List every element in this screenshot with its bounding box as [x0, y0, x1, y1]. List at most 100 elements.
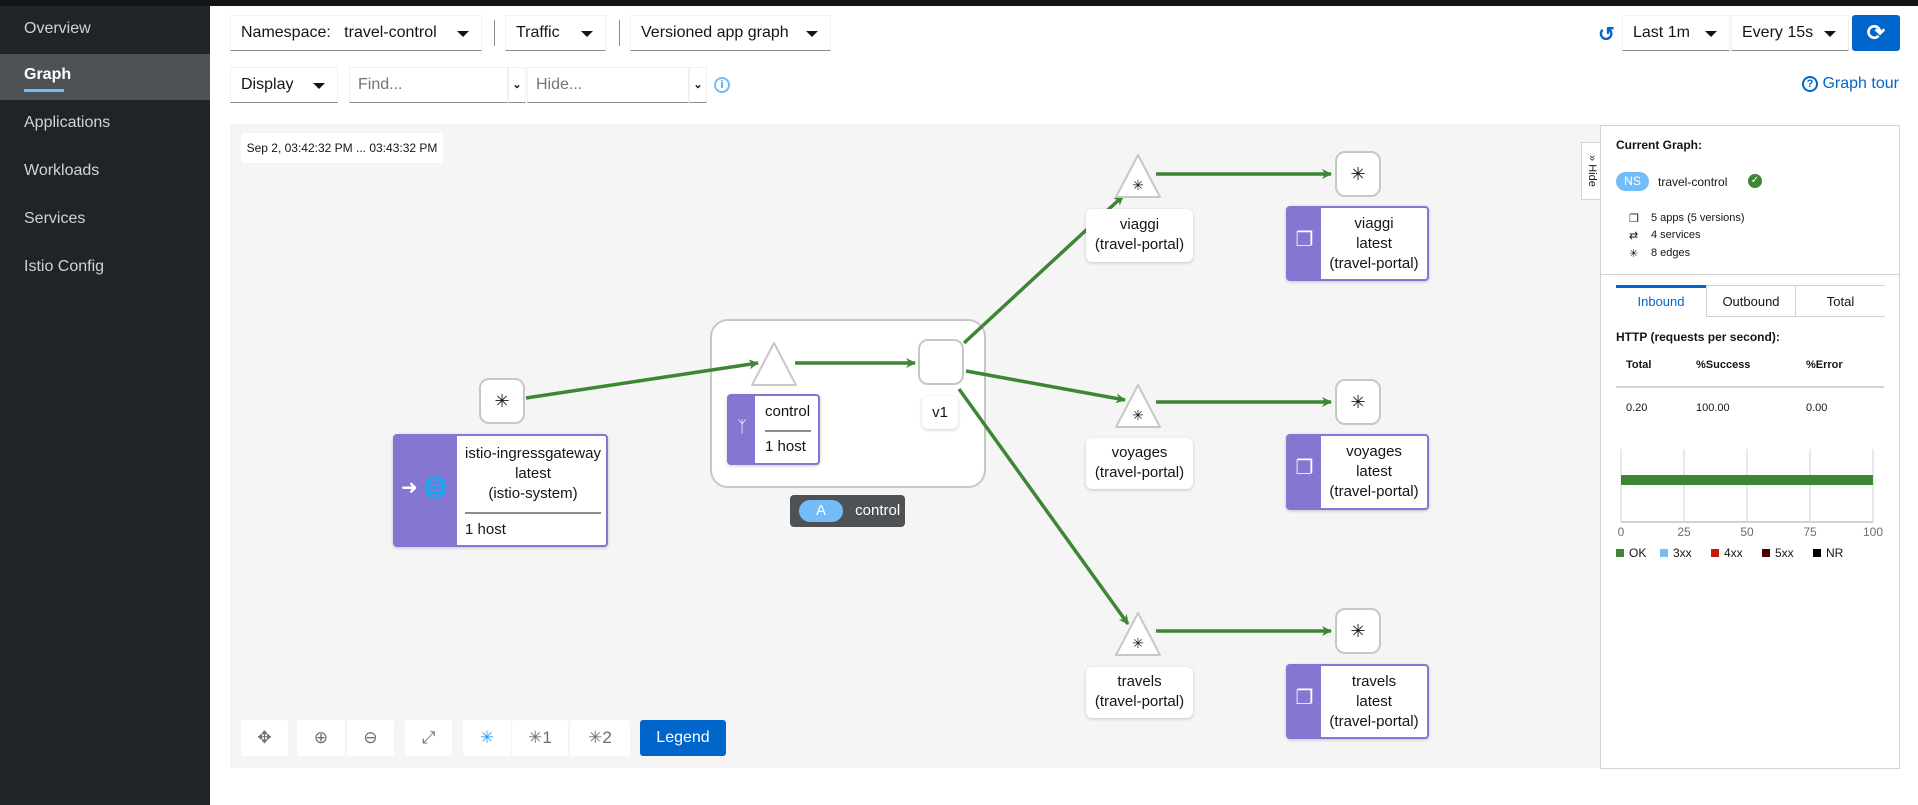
- header-total: Total: [1626, 359, 1652, 371]
- graph-type-dropdown[interactable]: Versioned app graph: [630, 15, 831, 51]
- service-label-viaggi: viaggi(travel-portal): [1086, 209, 1193, 262]
- app-badge: A: [799, 500, 843, 522]
- value-success: 100.00: [1696, 402, 1730, 414]
- service-node-voyages[interactable]: [1115, 384, 1161, 428]
- layout-1-button[interactable]: ✳1: [512, 720, 568, 756]
- value-total: 0.20: [1626, 402, 1648, 414]
- topology-icon: ✳: [1132, 177, 1144, 193]
- gateway-workload-box[interactable]: ➜ 🌐 istio-ingressgateway latest (istio-s…: [393, 434, 608, 547]
- workload-icon: ❐: [1288, 436, 1321, 508]
- topology-icon: ✳: [494, 390, 510, 411]
- workload-node-voyages[interactable]: ✳: [1335, 379, 1381, 425]
- version-node-v1[interactable]: [918, 339, 964, 385]
- control-hosts: 1 host: [765, 430, 811, 457]
- edge-gateway-control[interactable]: [525, 359, 759, 400]
- caret-down-icon: [806, 31, 818, 37]
- divider: [494, 20, 495, 46]
- legend-label: 5xx: [1775, 546, 1794, 560]
- tick-label: 75: [1803, 525, 1817, 539]
- namespace-value: travel-control: [344, 24, 437, 41]
- tab-inbound[interactable]: Inbound: [1616, 285, 1706, 317]
- sidebar: Overview Graph Applications Workloads Se…: [0, 6, 210, 805]
- control-service-box[interactable]: ᛉ control 1 host: [727, 394, 820, 465]
- workload-namespace: (travel-portal): [1329, 713, 1419, 730]
- sidebar-item-overview[interactable]: Overview: [24, 20, 91, 37]
- sidebar-item-services[interactable]: Services: [24, 210, 86, 227]
- zoom-in-icon: ⊕: [313, 728, 329, 747]
- find-toggle-chevron-icon[interactable]: ⌄: [508, 67, 526, 103]
- gateway-node[interactable]: ✳: [479, 378, 525, 424]
- topology-icon: ✳: [1350, 620, 1366, 641]
- refresh-button[interactable]: ⟳: [1852, 15, 1900, 51]
- layout-2-button[interactable]: ✳2: [570, 720, 630, 756]
- service-namespace: (travel-portal): [1094, 464, 1185, 481]
- workload-version: latest: [1356, 235, 1392, 252]
- service-node-travels[interactable]: [1115, 612, 1161, 656]
- top-bar: [0, 0, 1918, 6]
- sidebar-item-istio-config[interactable]: Istio Config: [24, 258, 105, 275]
- tab-outbound[interactable]: Outbound: [1706, 285, 1796, 317]
- hide-label: Hide: [1586, 164, 1598, 187]
- zoom-out-button[interactable]: ⊖: [347, 720, 394, 756]
- zoom-out-icon: ⊖: [363, 728, 378, 747]
- topology-icon: ✳: [479, 728, 495, 747]
- version-label: v1: [922, 396, 958, 429]
- fit-button[interactable]: ⤢: [405, 720, 452, 756]
- topology-icon: ✳: [588, 728, 603, 747]
- tab-total[interactable]: Total: [1796, 285, 1885, 317]
- http-heading: HTTP (requests per second):: [1616, 330, 1780, 344]
- ingress-gateway-icon: ➜ 🌐: [395, 436, 457, 545]
- control-name: control: [765, 403, 811, 420]
- healthy-check-icon: ✓: [1748, 174, 1762, 188]
- info-icon[interactable]: i: [714, 77, 730, 93]
- workload-node-viaggi[interactable]: ✳: [1335, 151, 1381, 197]
- refresh-interval-dropdown[interactable]: Every 15s: [1731, 15, 1849, 51]
- question-circle-icon: ?: [1802, 76, 1818, 92]
- time-range-dropdown[interactable]: Last 1m: [1622, 15, 1730, 51]
- workload-namespace: (travel-portal): [1329, 483, 1419, 500]
- workload-node-travels[interactable]: ✳: [1335, 608, 1381, 654]
- workload-name: viaggi: [1354, 215, 1394, 232]
- traffic-dropdown[interactable]: Traffic: [505, 15, 606, 51]
- sidebar-item-graph[interactable]: Graph: [0, 54, 210, 100]
- gateway-hosts: 1 host: [465, 512, 601, 540]
- service-name: travels: [1117, 673, 1162, 690]
- service-label-voyages: voyages(travel-portal): [1086, 438, 1193, 489]
- time-range-label: Last 1m: [1633, 24, 1690, 41]
- graph-type-label: Versioned app graph: [641, 24, 789, 41]
- sidebar-item-workloads[interactable]: Workloads: [24, 162, 100, 179]
- app-box-label: A control: [790, 495, 905, 527]
- refresh-interval-label: Every 15s: [1742, 24, 1814, 41]
- hide-panel-toggle[interactable]: » Hide: [1581, 142, 1601, 200]
- find-input[interactable]: [349, 67, 508, 103]
- hide-toggle-chevron-icon[interactable]: ⌄: [689, 67, 707, 103]
- refresh-icon: ⟳: [1866, 20, 1886, 45]
- workload-version: latest: [1356, 693, 1392, 710]
- service-node-viaggi[interactable]: [1115, 154, 1161, 198]
- layout-default-button[interactable]: ✳: [463, 720, 511, 756]
- edge-v1-travels[interactable]: [957, 387, 1130, 626]
- legend-button[interactable]: Legend: [640, 720, 726, 756]
- zoom-in-button[interactable]: ⊕: [297, 720, 345, 756]
- service-node-control[interactable]: [751, 342, 797, 386]
- legend-swatch: [1616, 549, 1624, 557]
- edge-v1-voyages[interactable]: [965, 369, 1126, 404]
- apps-icon: ❐: [1629, 213, 1639, 225]
- caret-down-icon: [313, 83, 325, 89]
- hide-input[interactable]: [527, 67, 689, 103]
- legend-swatch: [1762, 549, 1770, 557]
- service-namespace: (travel-portal): [1094, 693, 1185, 710]
- sidebar-item-applications[interactable]: Applications: [24, 114, 111, 131]
- divider: [1601, 274, 1899, 275]
- topology-icon: ✳: [1350, 163, 1366, 184]
- double-chevron-icon: »: [1586, 155, 1598, 162]
- legend-label: OK: [1629, 546, 1646, 560]
- display-label: Display: [241, 76, 294, 93]
- pan-button[interactable]: ✥: [241, 720, 288, 756]
- namespace-dropdown[interactable]: Namespace: travel-control: [230, 15, 482, 51]
- display-dropdown[interactable]: Display: [230, 67, 338, 103]
- graph-tour-link[interactable]: ? Graph tour: [1802, 75, 1899, 93]
